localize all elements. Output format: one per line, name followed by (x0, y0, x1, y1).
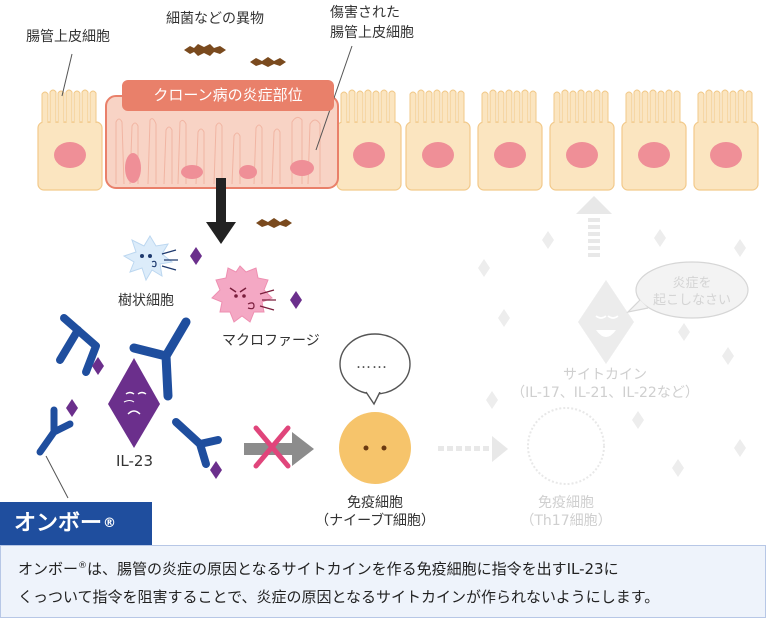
speech-bubble (626, 261, 749, 319)
th17-label-line2: （Th17細胞） (520, 513, 612, 529)
normal-cell-label: 腸管上皮細胞 (26, 29, 110, 45)
dendritic-label: 樹状細胞 (118, 293, 174, 309)
macrophage-label: マクロファージ (222, 333, 320, 349)
blocked-arrow-icon (244, 425, 314, 469)
drug-name-box (0, 502, 152, 545)
il23-icon (108, 358, 160, 448)
naive-t-label-line2: （ナイーブT細胞） (315, 513, 435, 529)
antibody-icon (36, 406, 74, 456)
cytokine-icon (578, 280, 634, 364)
naive-t-cell-icon (339, 412, 411, 484)
cytokine-label-line1: サイトカイン (563, 367, 647, 383)
bacteria-label: 細菌などの異物 (166, 11, 264, 27)
speech-text-line2: 起こしなさい (652, 293, 731, 308)
epithelial-cell-normal (37, 89, 103, 191)
antibody-icon (172, 418, 222, 468)
explanation-box (0, 545, 766, 618)
il23-label: IL-23 (116, 452, 154, 470)
down-arrow-icon (206, 178, 236, 244)
bacteria-icon (184, 44, 292, 228)
macrophage-icon (211, 265, 302, 323)
cytokine-label-line2: （IL-17、IL-21、IL-22など） (511, 385, 699, 401)
damaged-cell-label-line1: 傷害された (330, 5, 400, 21)
speech-text-line1: 炎症を (672, 276, 712, 291)
th17-label-line1: 免疫細胞 (538, 495, 594, 511)
drug-name: オンボー® (14, 504, 116, 544)
damaged-cell-label-line2: 腸管上皮細胞 (330, 25, 414, 41)
thinking-bubble (339, 333, 411, 406)
epithelial-cell-row-right (336, 89, 759, 191)
registered-mark: ® (103, 516, 117, 531)
crohn-site-label: クローン病の炎症部位 (122, 80, 334, 111)
explanation-registered-mark: ® (78, 561, 88, 571)
drug-name-text: オンボー (14, 511, 103, 536)
th17-cell-icon (527, 407, 605, 485)
explanation-text: オンボー®は、腸管の炎症の原因となるサイトカインを作る免疫細胞に指令を出すIL-… (18, 552, 758, 611)
explanation-drug-name: オンボー (18, 560, 79, 578)
explanation-line-2: くっついて指令を阻害することで、炎症の原因となるサイトカインが作られないようにし… (18, 588, 660, 606)
faded-up-arrow-icon (576, 196, 612, 257)
inflamed-site (105, 95, 339, 189)
antibody-icon (56, 314, 100, 376)
antibody-icon (129, 317, 191, 401)
faded-arrow-icon (438, 436, 508, 462)
naive-t-label-line1: 免疫細胞 (347, 495, 403, 511)
dendritic-cell-icon (122, 235, 202, 282)
thinking-text: …… (356, 354, 388, 372)
explanation-line-1-rest: は、腸管の炎症の原因となるサイトカインを作る免疫細胞に指令を出すIL-23に (87, 560, 619, 578)
explanation-line-1: オンボー®は、腸管の炎症の原因となるサイトカインを作る免疫細胞に指令を出すIL-… (18, 552, 758, 583)
